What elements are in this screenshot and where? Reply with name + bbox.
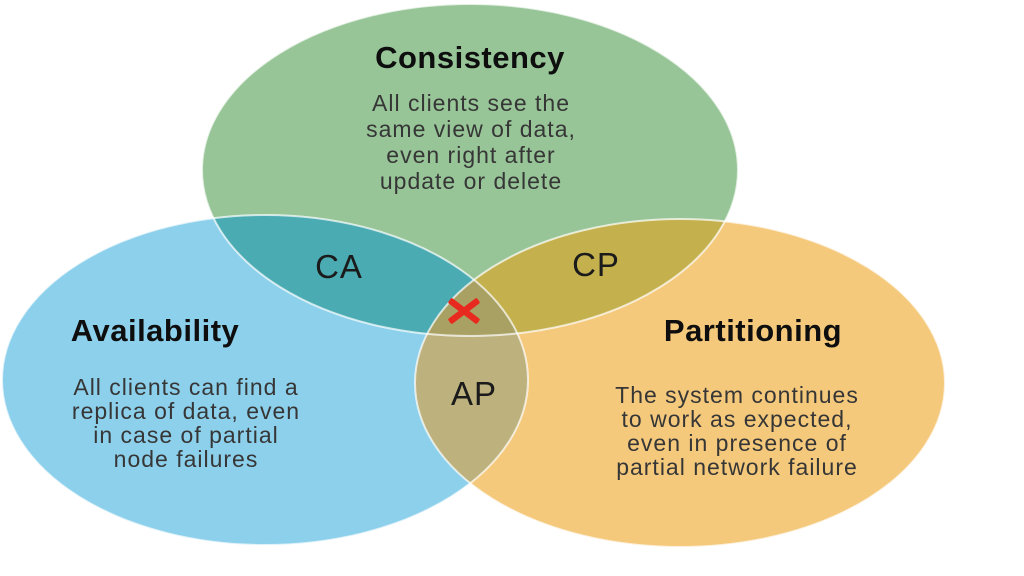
consistency-circle-outline	[201, 3, 739, 337]
availability-title: Availability	[70, 313, 240, 348]
partitioning-title: Partitioning	[663, 313, 843, 348]
availability-circle-outline	[1, 214, 529, 546]
ap-overlap-label: AP	[450, 375, 498, 412]
consistency-description: All clients see the same view of data, e…	[366, 90, 576, 194]
cp-overlap-label: CP	[572, 246, 620, 283]
partitioning-description: The system continues to work as expected…	[615, 382, 859, 480]
consistency-title: Consistency	[375, 40, 565, 75]
cp-overlap-region	[415, 219, 738, 336]
ca-overlap-label: CA	[315, 248, 363, 285]
x-marker-stroke-2	[448, 298, 480, 324]
availability-description: All clients can find a replica of data, …	[71, 374, 301, 472]
ca-overlap-region	[202, 215, 528, 336]
partitioning-circle-outline	[414, 218, 946, 548]
center-x-marker	[448, 298, 480, 324]
